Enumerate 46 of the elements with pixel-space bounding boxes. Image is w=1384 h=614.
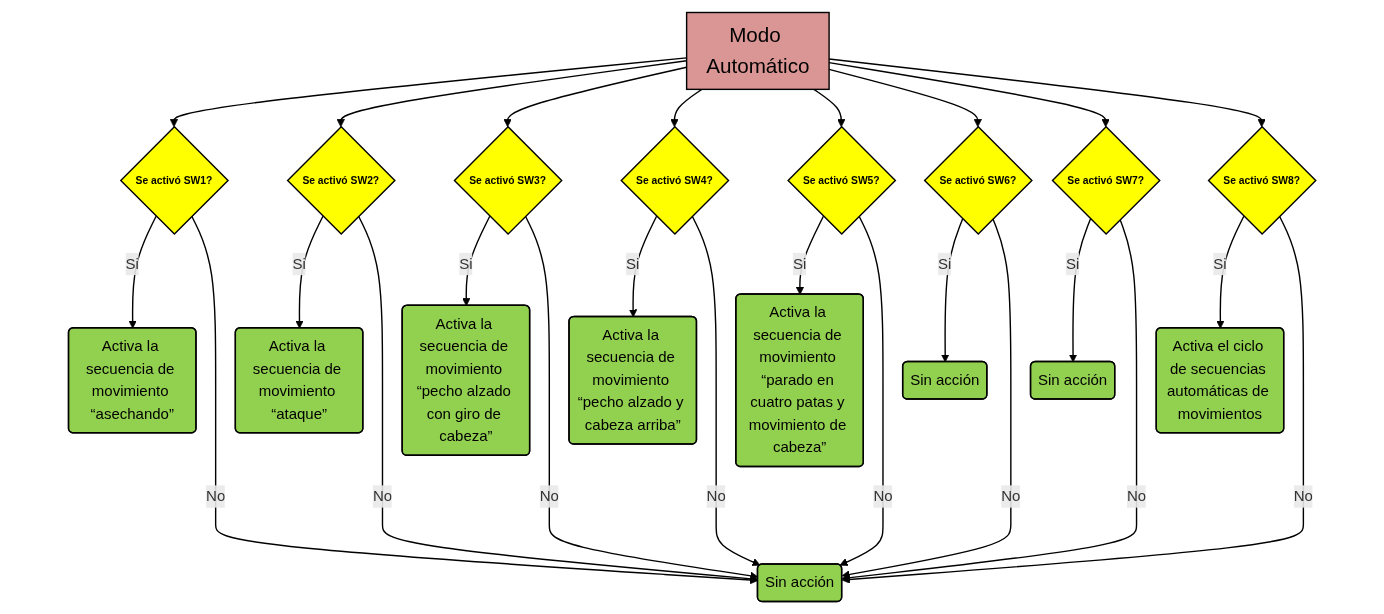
- edge-label: No: [372, 488, 392, 505]
- arrow: [670, 88, 703, 128]
- arrow: [839, 215, 884, 566]
- arrow: [813, 88, 846, 128]
- edge-label: Si: [125, 255, 139, 272]
- node-diamond: Se activó SW6?: [923, 125, 1033, 236]
- arrow: [795, 215, 824, 295]
- arrow: [628, 215, 658, 318]
- node-diamond: Se activó SW7?: [1051, 125, 1161, 236]
- arrow: [128, 215, 157, 329]
- edge-label: Si: [937, 255, 952, 272]
- arrow: [828, 68, 982, 128]
- node-box: Modo Automático: [685, 11, 830, 91]
- edge-label: Si: [292, 255, 306, 272]
- arrow: [190, 215, 759, 585]
- arrow: [691, 215, 761, 566]
- arrow: [295, 215, 324, 329]
- arrow: [524, 215, 759, 580]
- edge-label: No: [1293, 488, 1313, 505]
- edge-label: Si: [459, 255, 473, 272]
- arrow: [1216, 215, 1245, 329]
- arrow: [841, 215, 1304, 584]
- edge-label: Si: [1065, 255, 1080, 272]
- edge-label: No: [1126, 488, 1146, 505]
- arrow: [841, 218, 1012, 579]
- edge-label: Si: [792, 255, 807, 272]
- node-diamond: Se activó SW3?: [453, 125, 563, 236]
- node-diamond: Se activó SW4?: [620, 125, 730, 236]
- edge-label: No: [873, 488, 893, 505]
- edge-label: Si: [625, 255, 640, 272]
- arrow: [357, 215, 759, 583]
- arrow: [462, 215, 491, 307]
- arrow: [828, 61, 1110, 128]
- node-diamond: Se activó SW1?: [119, 125, 229, 236]
- arrow: [841, 218, 1138, 582]
- node-diamond: Se activó SW8?: [1207, 125, 1317, 236]
- arrow: [940, 218, 964, 363]
- edge-label: No: [205, 488, 226, 505]
- edge-label: No: [706, 488, 726, 505]
- arrow: [1068, 218, 1092, 363]
- arrow: [828, 58, 1266, 128]
- node-diamond: Se activó SW5?: [787, 125, 897, 236]
- edge-label: Si: [1213, 255, 1227, 272]
- edge-label: No: [539, 488, 559, 505]
- node-diamond: Se activó SW2?: [286, 125, 396, 236]
- edge-label: No: [1001, 488, 1021, 505]
